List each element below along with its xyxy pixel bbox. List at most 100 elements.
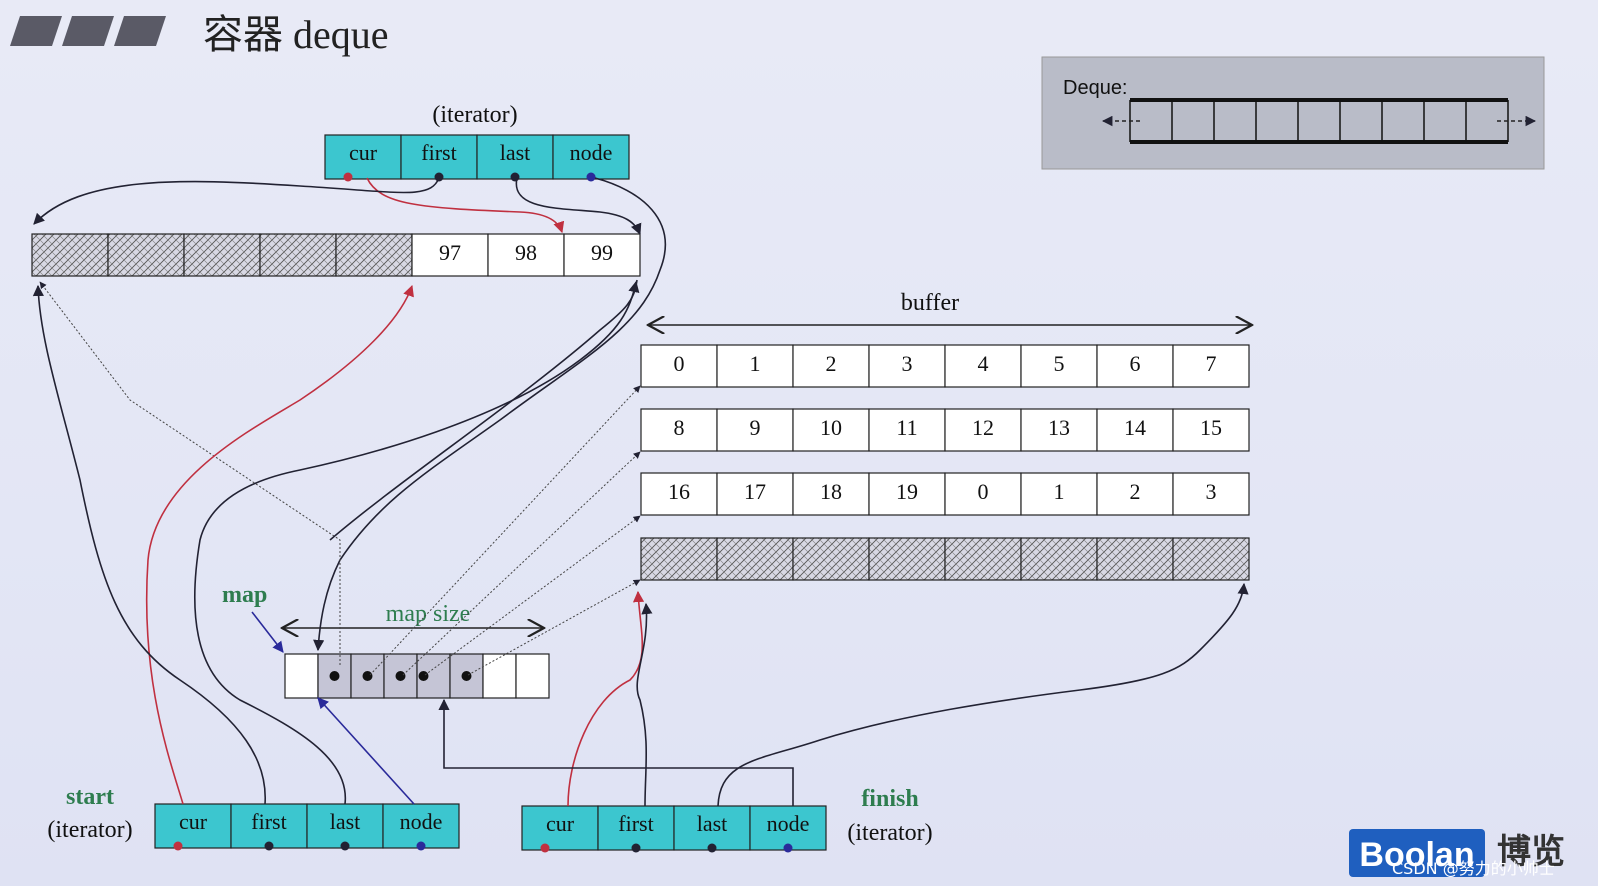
top-node-pointer xyxy=(313,177,666,652)
buffer-cell xyxy=(944,408,1022,452)
start-first-pointer xyxy=(32,284,266,805)
start-iterator-field-label: first xyxy=(251,809,286,834)
buffer-value: 17 xyxy=(744,479,766,504)
top-iterator-field-dot xyxy=(343,172,353,182)
buffer-value: 14 xyxy=(1124,415,1146,440)
finish-iterator-field-cur: cur xyxy=(521,805,599,853)
start-cur-pointer xyxy=(145,284,414,805)
buffer-cell xyxy=(1096,472,1174,516)
buffer-hatched-cell xyxy=(716,537,794,581)
start-iterator-field-label: cur xyxy=(179,809,208,834)
buffer-cell xyxy=(868,408,946,452)
start-iterator-field-first: first xyxy=(230,803,308,851)
finish-iterator: cur first last node xyxy=(521,805,827,853)
buffer-cell xyxy=(1020,344,1098,388)
buffer-value: 16 xyxy=(668,479,690,504)
buffer-cell xyxy=(640,408,718,452)
map-slot-dot xyxy=(329,671,340,681)
buffer-value: 6 xyxy=(1130,351,1141,376)
finish-last-pointer xyxy=(717,582,1249,807)
deque-inset: Deque: xyxy=(1041,56,1545,170)
finish-iterator-field-node: node xyxy=(749,805,827,853)
top-buffer-value: 98 xyxy=(515,240,537,265)
buffer-cell xyxy=(868,472,946,516)
map-dot-4-to-buffer-2 xyxy=(424,515,641,676)
csdn-watermark: CSDN @努力的小帅士 xyxy=(1392,859,1555,878)
buffer-cell xyxy=(1096,344,1174,388)
start-iterator: cur first last node xyxy=(154,803,460,851)
top-buffer-end-link xyxy=(329,279,638,541)
buffer-value: 7 xyxy=(1206,351,1217,376)
buffer-cell xyxy=(1020,408,1098,452)
start-caption: (iterator) xyxy=(47,817,132,843)
map-to-top-buffer xyxy=(39,281,341,665)
logo-brand: Boolan xyxy=(1359,836,1474,874)
top-iterator-field-dot xyxy=(434,172,444,182)
buffer-value: 0 xyxy=(674,351,685,376)
buffer-cell xyxy=(640,472,718,516)
top-buffer-cell xyxy=(563,233,641,277)
buffer-cell xyxy=(792,408,870,452)
finish-iterator-field-last: last xyxy=(673,805,751,853)
top-iterator-caption: (iterator) xyxy=(432,102,517,128)
top-iterator-field-cur: cur xyxy=(324,134,402,182)
buffer-value: 2 xyxy=(1130,479,1141,504)
map-slot xyxy=(350,653,385,699)
buffer-row-hatched xyxy=(640,537,1250,581)
buffer-hatched-cell xyxy=(792,537,870,581)
buffer-label: buffer xyxy=(901,290,959,316)
page-title: 容器 deque xyxy=(203,12,389,57)
buffer-hatched-cell xyxy=(868,537,946,581)
buffer-cell xyxy=(1096,408,1174,452)
map-pointer xyxy=(251,611,284,653)
buffer-value: 1 xyxy=(750,351,761,376)
top-buffer: 97 98 99 xyxy=(31,233,641,277)
buffer-value: 2 xyxy=(826,351,837,376)
finish-iterator-field-label: last xyxy=(697,811,728,836)
top-iterator-field-label: cur xyxy=(349,140,378,165)
start-iterator-field-label: last xyxy=(330,809,361,834)
buffer-hatched-cell xyxy=(1020,537,1098,581)
finish-iterator-field-dot xyxy=(631,843,641,853)
top-iterator-field-dot xyxy=(586,172,596,182)
start-iterator-field-last: last xyxy=(306,803,384,851)
finish-iterator-field-label: first xyxy=(618,811,653,836)
top-buffer-value: 99 xyxy=(591,240,613,265)
buffer-value: 15 xyxy=(1200,415,1222,440)
title-decoration xyxy=(10,16,166,46)
start-last-pointer xyxy=(194,280,640,805)
top-iterator-field-node: node xyxy=(552,134,630,182)
buffer-cell xyxy=(1172,344,1250,388)
buffer-value: 9 xyxy=(750,415,761,440)
start-iterator-field-dot xyxy=(173,841,183,851)
logo-cn: 博览 xyxy=(1497,832,1565,872)
top-iterator-field-first: first xyxy=(400,134,478,182)
map-slot-dot xyxy=(362,671,373,681)
buffer-value: 19 xyxy=(896,479,918,504)
boolan-logo: Boolan 博览 CSDN @努力的小帅士 xyxy=(1349,829,1565,878)
map-dot-3-to-buffer-1 xyxy=(402,451,641,676)
top-cur-pointer xyxy=(366,177,565,234)
top-last-pointer xyxy=(515,177,642,236)
top-buffer-hatched-cell xyxy=(259,233,337,277)
map-slot-dot xyxy=(461,671,472,681)
top-buffer-value: 97 xyxy=(439,240,461,265)
top-iterator-field-label: first xyxy=(421,140,456,165)
start-iterator-field-node: node xyxy=(382,803,460,851)
buffer-cell xyxy=(1172,472,1250,516)
map-slot xyxy=(482,653,517,699)
finish-node-pointer xyxy=(438,698,794,806)
buffer-value: 11 xyxy=(896,415,917,440)
finish-iterator-field-dot xyxy=(783,843,793,853)
buffer-cell xyxy=(868,344,946,388)
start-label: start xyxy=(66,784,114,810)
top-buffer-hatched-cell xyxy=(335,233,413,277)
start-iterator-field-dot xyxy=(416,841,426,851)
buffer-value: 10 xyxy=(820,415,842,440)
buffer-hatched-cell xyxy=(1096,537,1174,581)
map-slot xyxy=(383,653,418,699)
buffer-hatched-cell xyxy=(944,537,1022,581)
